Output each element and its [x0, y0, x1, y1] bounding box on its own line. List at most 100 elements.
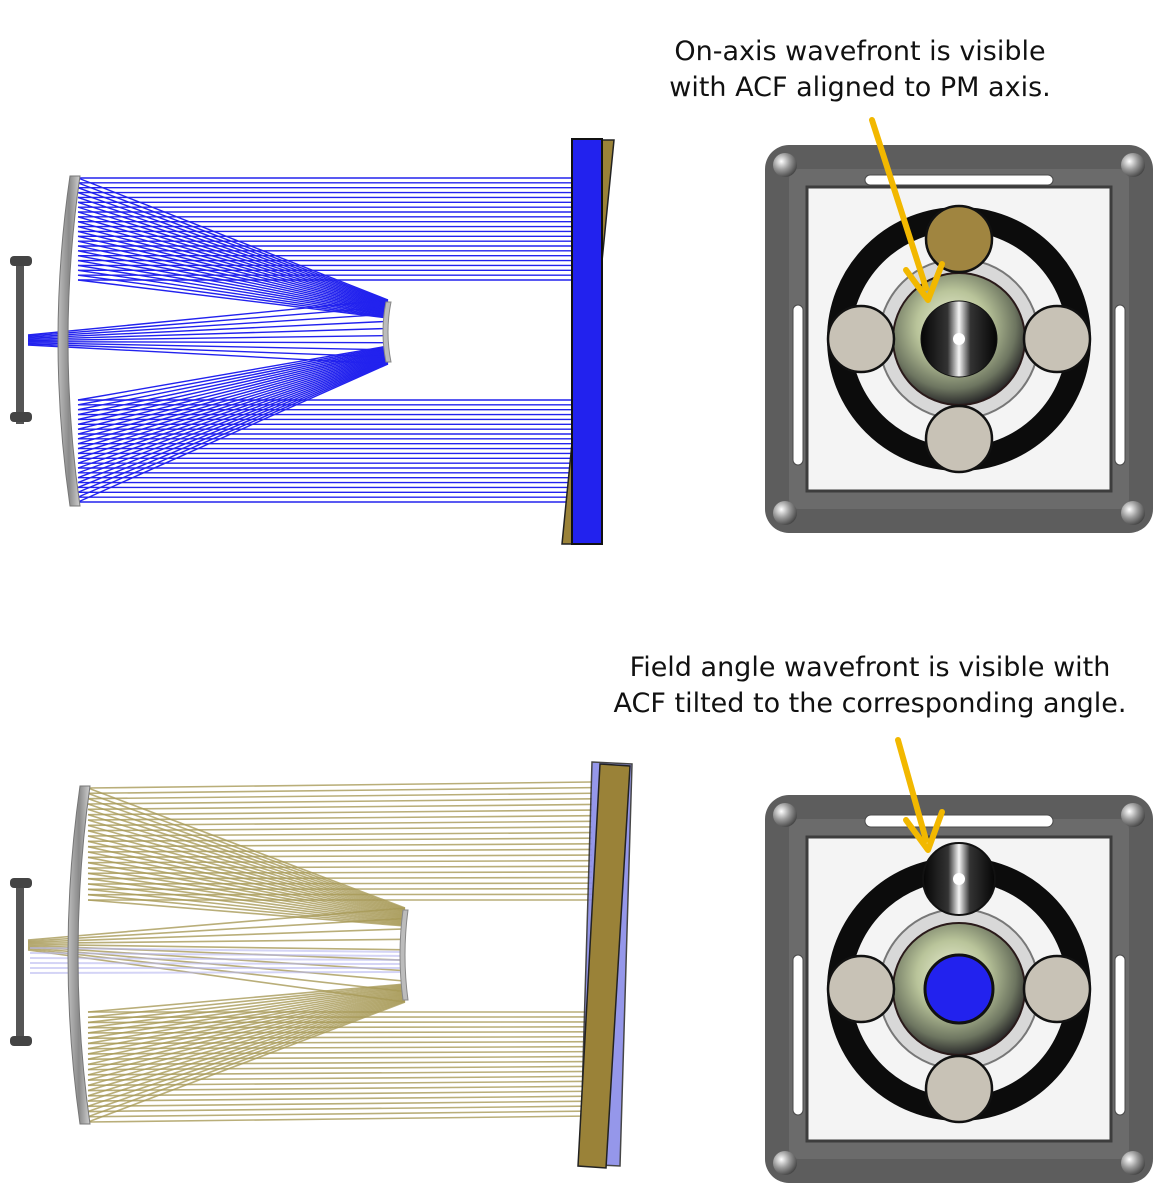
ray — [77, 349, 389, 425]
ray — [87, 848, 593, 853]
ray — [27, 343, 389, 358]
ray — [77, 191, 389, 304]
primary-mirror — [57, 175, 81, 507]
ray — [87, 992, 406, 1071]
ray — [87, 820, 593, 827]
gray-pad-right — [1022, 304, 1092, 374]
ray — [77, 357, 389, 469]
ray — [87, 1035, 593, 1039]
ray — [77, 235, 389, 311]
ray — [77, 201, 389, 305]
ray — [87, 990, 406, 1060]
caption-line: Field angle wavefront is visible with — [629, 652, 1111, 683]
ray — [77, 347, 389, 416]
ray — [87, 1110, 593, 1118]
ray — [29, 947, 406, 953]
ray — [87, 983, 406, 1013]
ray — [87, 998, 406, 1108]
ray — [27, 938, 406, 945]
ray — [77, 359, 389, 484]
ray — [87, 988, 406, 1045]
ray — [87, 872, 406, 923]
ray — [87, 1040, 593, 1045]
ray — [87, 1001, 406, 1123]
primary-mirror — [67, 785, 91, 1125]
blue-spot-center — [923, 953, 995, 1025]
ray — [87, 809, 593, 816]
detector-bracket — [10, 256, 32, 424]
ray — [87, 1075, 593, 1081]
ray — [77, 350, 389, 430]
ray — [87, 837, 593, 843]
ray — [87, 887, 593, 891]
ray — [87, 883, 406, 925]
ray — [77, 353, 389, 445]
ray — [87, 1105, 593, 1113]
gold-pad-top — [924, 204, 994, 274]
ray — [87, 993, 406, 1076]
ray — [77, 347, 389, 411]
ray — [27, 907, 406, 941]
ray — [77, 346, 389, 406]
ray — [77, 363, 389, 503]
ray — [77, 352, 389, 440]
flat-mirror-aligned — [561, 138, 615, 545]
ray — [77, 351, 389, 435]
ray — [87, 797, 406, 911]
ray — [77, 362, 389, 498]
ray — [27, 306, 389, 337]
ray — [27, 917, 406, 942]
field-angle-optical-layout — [10, 761, 633, 1169]
ray — [29, 952, 406, 957]
ray — [27, 313, 389, 338]
ray — [27, 342, 389, 351]
ray — [87, 995, 406, 1087]
ray — [87, 996, 406, 1097]
ray — [87, 826, 593, 832]
ray — [87, 845, 406, 919]
ray — [87, 882, 593, 885]
ray — [77, 245, 389, 313]
flat-mirror-tilted — [577, 761, 633, 1169]
ray — [87, 999, 406, 1113]
ray — [77, 211, 389, 307]
ray — [87, 786, 593, 795]
ray — [77, 182, 389, 302]
ray — [87, 1045, 593, 1050]
secondary-mirror — [399, 909, 409, 1001]
ray — [87, 1100, 593, 1108]
ray — [77, 356, 389, 464]
ray — [77, 240, 389, 312]
ray — [87, 987, 406, 1039]
corner-bolt-icon — [773, 803, 1145, 1175]
ray — [77, 360, 389, 489]
gray-pad-left — [826, 304, 896, 374]
ray — [87, 1115, 593, 1123]
detector-bracket — [10, 878, 32, 1046]
ray — [87, 814, 593, 821]
ray — [29, 957, 406, 961]
ray — [87, 843, 593, 848]
ray — [87, 1095, 593, 1102]
ray — [87, 997, 406, 1102]
ray — [77, 359, 389, 479]
ray — [87, 991, 406, 1066]
ray — [77, 353, 389, 450]
acf-mount-tilted — [765, 795, 1153, 1183]
ray — [27, 320, 389, 340]
ray — [77, 358, 389, 474]
ray — [87, 831, 593, 837]
ray — [29, 962, 406, 965]
ray — [87, 1080, 593, 1087]
caption-line: ACF tilted to the corresponding angle. — [613, 688, 1127, 719]
ray — [87, 1055, 593, 1060]
ray — [77, 274, 389, 318]
ray — [27, 948, 406, 993]
field-angle-ray-bundle — [27, 781, 593, 1123]
ray — [77, 264, 389, 317]
caption-line: with ACF aligned to PM axis. — [669, 72, 1051, 103]
ray — [87, 798, 593, 805]
ray — [87, 854, 593, 859]
ray — [87, 984, 406, 1019]
ray — [87, 781, 593, 789]
